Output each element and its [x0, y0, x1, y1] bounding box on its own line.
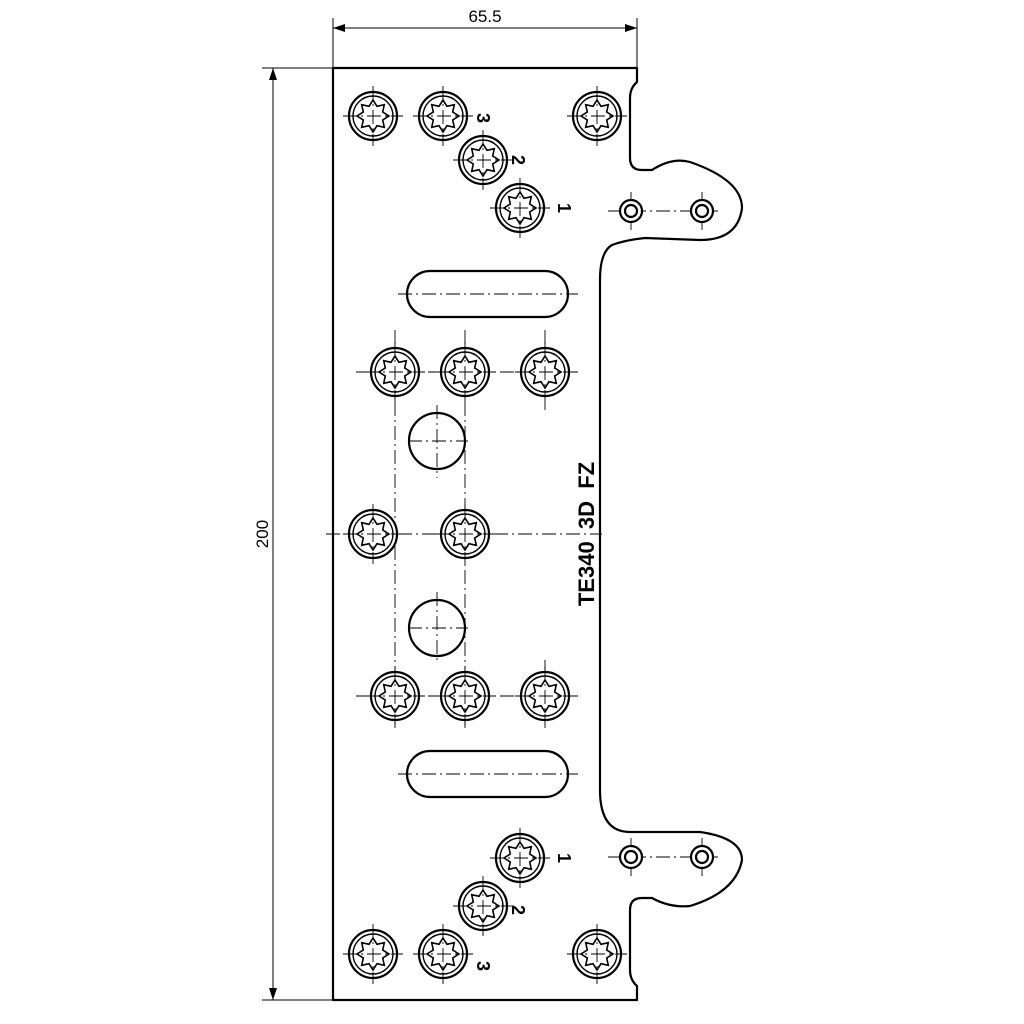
height-dimension: 200: [253, 67, 333, 1001]
order-label-2-top: 2: [508, 155, 528, 165]
plate-marking: TE340 3D FZ: [574, 462, 599, 606]
screw-hole: [365, 342, 425, 402]
order-label-1-top: 1: [554, 203, 574, 213]
screw-hole: [343, 86, 403, 146]
screw-hole: [413, 924, 473, 984]
screw-order-labels: 3 2 1 1 2 3: [473, 113, 574, 971]
screw-hole: [435, 666, 495, 726]
small-holes: [618, 198, 715, 870]
slot-bottom: [405, 749, 570, 799]
screw-hole: [515, 666, 575, 726]
screw-hole: [515, 342, 575, 402]
order-label-2-bottom: 2: [508, 905, 528, 915]
screw-hole: [343, 504, 403, 564]
screw-hole: [453, 130, 513, 190]
order-label-3-top: 3: [473, 113, 493, 123]
screw-holes: [343, 86, 627, 984]
slot-top: [405, 269, 570, 319]
height-dimension-label: 200: [253, 520, 272, 548]
screw-hole: [413, 86, 473, 146]
round-hole-lower: [407, 598, 467, 658]
screw-hole: [567, 86, 627, 146]
screw-hole: [490, 178, 550, 238]
width-dimension: 65.5: [332, 7, 638, 68]
width-dimension-label: 65.5: [468, 7, 501, 26]
screw-hole: [453, 876, 513, 936]
order-label-1-bottom: 1: [554, 853, 574, 863]
screw-hole: [365, 666, 425, 726]
screw-hole: [567, 924, 627, 984]
screw-hole: [435, 342, 495, 402]
plate-outline: [331, 66, 744, 1002]
screw-hole: [435, 504, 495, 564]
round-hole-upper: [407, 411, 467, 471]
order-label-3-bottom: 3: [473, 961, 493, 971]
screw-hole: [490, 828, 550, 888]
screw-hole: [343, 924, 403, 984]
